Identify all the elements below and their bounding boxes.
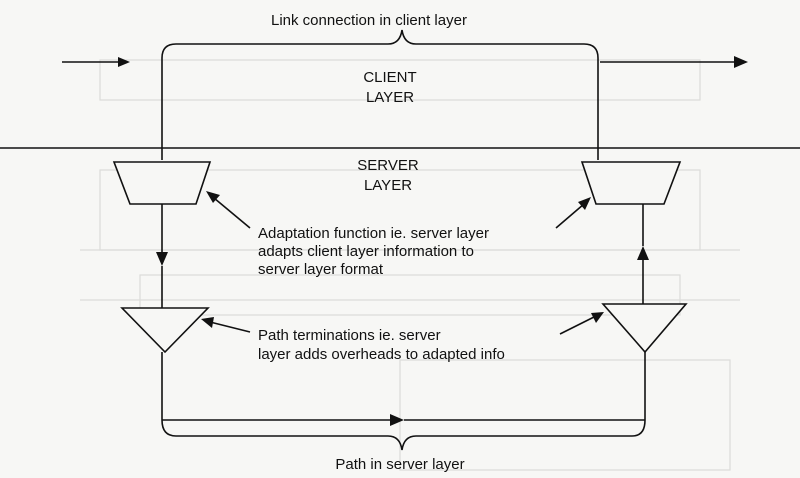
right-up-arrowhead <box>637 246 649 260</box>
bottom-brace <box>161 419 646 451</box>
adaptation-note-line3: server layer format <box>258 261 384 278</box>
termination-pointer-right <box>559 315 597 335</box>
termination-note-line1: Path terminations ie. server <box>258 327 441 344</box>
server-path-arrowhead <box>390 414 404 426</box>
client-input-arrowhead <box>118 57 130 67</box>
left-termination-triangle <box>120 307 210 354</box>
adaptation-pointer-left <box>213 197 251 229</box>
adaptation-pointer-left-head <box>206 191 220 203</box>
background-bleed-through <box>80 59 740 471</box>
left-adaptation-trapezoid <box>112 161 212 205</box>
client-layer-label-line1: CLIENT <box>363 69 416 86</box>
right-termination-triangle <box>601 303 688 354</box>
top-brace <box>161 29 599 59</box>
server-layer-label-line1: SERVER <box>357 157 419 174</box>
adaptation-note-line2: adapts client layer information to <box>258 243 474 260</box>
client-output-arrowhead <box>734 56 748 68</box>
server-layer-label-line2: LAYER <box>364 177 412 194</box>
bottom-label: Path in server layer <box>335 456 464 473</box>
adaptation-note-line1: Adaptation function ie. server layer <box>258 225 489 242</box>
left-down-arrowhead <box>156 252 168 266</box>
top-label: Link connection in client layer <box>271 12 467 29</box>
termination-pointer-right-head <box>591 312 604 323</box>
right-adaptation-trapezoid <box>580 161 682 205</box>
termination-note-line2: layer adds overheads to adapted info <box>258 346 505 363</box>
termination-pointer-left <box>209 321 251 333</box>
adaptation-pointer-right <box>555 203 585 229</box>
termination-pointer-left-head <box>201 317 214 328</box>
adaptation-pointer-right-head <box>578 197 591 210</box>
client-layer-label-line2: LAYER <box>366 89 414 106</box>
